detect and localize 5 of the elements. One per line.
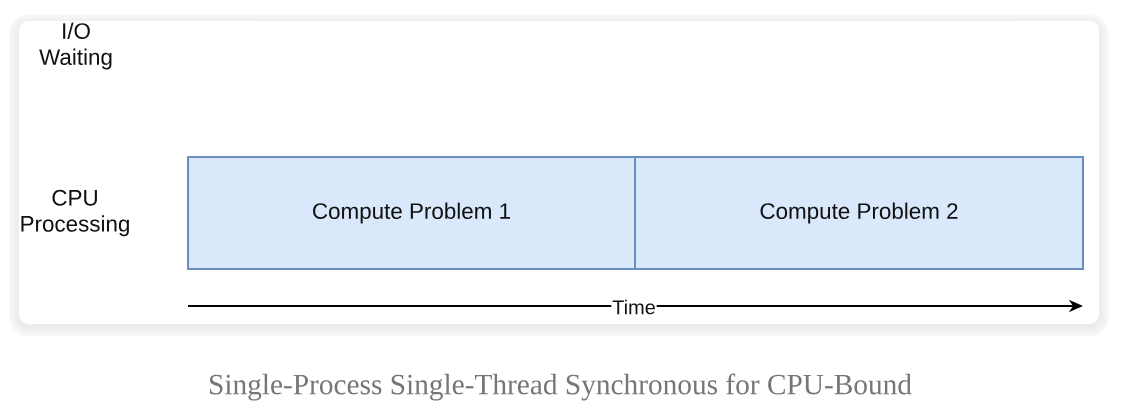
row-label: I/O Waiting xyxy=(39,22,112,70)
caption: Single-Process Single-Thread Synchronous for CPU-Bound xyxy=(210,373,912,401)
task-box: Compute Problem 1 xyxy=(187,156,636,270)
row-label: CPU Processing xyxy=(21,189,129,237)
task-box: Compute Problem 2 xyxy=(634,156,1084,270)
